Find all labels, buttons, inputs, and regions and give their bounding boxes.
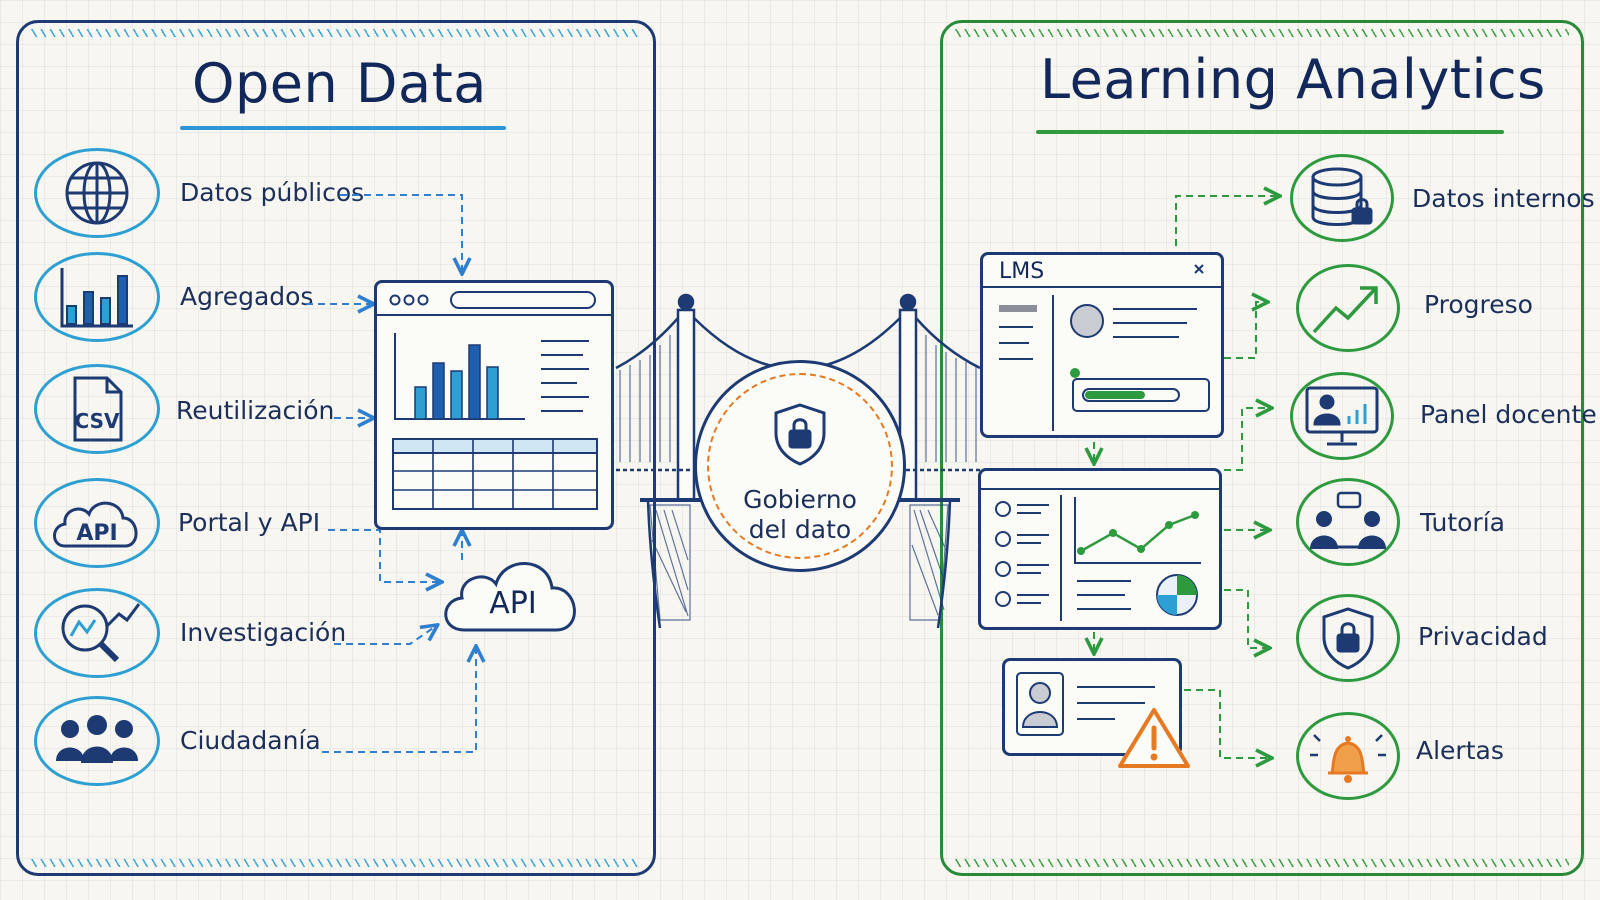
open-data-title-underline: [180, 126, 506, 130]
globe-icon: [65, 161, 129, 225]
tutoring-icon: [1310, 491, 1386, 549]
warning-icon: [1118, 708, 1190, 768]
hub-label-line1: Gobierno: [743, 485, 857, 514]
api-cloud-text: API: [489, 586, 537, 621]
label-portal-api: Portal y API: [178, 508, 321, 537]
open-data-item-datos-publicos: [34, 148, 160, 238]
label-ciudadania: Ciudadanía: [180, 726, 321, 755]
learning-analytics-title: Learning Analytics: [1040, 48, 1546, 111]
open-data-item-ciudadania: [34, 696, 160, 786]
learning-item-tutoria: [1296, 478, 1400, 566]
label-panel-docente: Panel docente: [1420, 400, 1597, 429]
label-tutoria: Tutoría: [1420, 508, 1505, 537]
api-cloud-icon: [53, 501, 138, 548]
learning-item-datos-internos: [1290, 154, 1394, 242]
panel-hatch-bottom: [31, 859, 641, 867]
hub-label-line2: del dato: [748, 515, 852, 544]
learning-analytics-title-underline: [1036, 130, 1504, 134]
magnifier-chart-icon: [61, 603, 141, 663]
people-icon: [56, 715, 138, 763]
learning-item-progreso: [1296, 264, 1400, 352]
shield-lock-icon: [1322, 607, 1374, 670]
student-profile-card: [1002, 658, 1182, 756]
label-reutilizacion: Reutilización: [176, 396, 335, 425]
label-agregados: Agregados: [180, 282, 314, 311]
student-card-content: [1016, 672, 1155, 736]
label-datos-publicos: Datos públicos: [180, 178, 365, 207]
panel-hatch-top: [955, 29, 1569, 37]
label-alertas: Alertas: [1416, 736, 1504, 765]
open-data-item-reutilizacion: CSV: [34, 364, 160, 454]
lms-label: LMS: [999, 259, 1045, 284]
hub-dashed-ring: [707, 373, 893, 559]
lms-window: LMS: [980, 252, 1224, 438]
bar-chart-icon: [60, 268, 133, 328]
label-investigacion: Investigación: [180, 618, 347, 647]
shield-lock-icon: [774, 403, 826, 466]
open-data-item-agregados: [34, 252, 160, 342]
open-data-title: Open Data: [192, 52, 487, 115]
learning-item-alertas: [1296, 712, 1400, 800]
panel-hatch-bottom: [955, 859, 1569, 867]
open-data-dashboard-window: [374, 280, 614, 530]
learning-item-panel-docente: [1290, 372, 1394, 460]
api-icon-text: API: [76, 521, 118, 546]
label-privacidad: Privacidad: [1418, 622, 1548, 651]
open-data-item-portal-api: API: [34, 478, 160, 568]
label-progreso: Progreso: [1424, 290, 1533, 319]
csv-icon-text: CSV: [74, 409, 120, 433]
label-datos-internos: Datos internos: [1412, 184, 1595, 213]
panel-hatch-top: [31, 29, 641, 37]
data-governance-hub: Gobierno del dato: [694, 360, 906, 572]
analytics-dashboard-window: [978, 468, 1222, 630]
hub-label: Gobierno del dato: [697, 485, 903, 545]
api-cloud: API: [438, 548, 588, 638]
bell-icon: [1310, 734, 1386, 783]
learning-item-privacidad: [1296, 594, 1400, 682]
csv-file-icon: [73, 376, 123, 442]
lms-content: [983, 264, 1221, 431]
cloud-icon: [444, 562, 576, 632]
dashboard-content: [377, 291, 611, 510]
database-lock-icon: [1311, 167, 1373, 226]
analytics-content: [981, 488, 1219, 621]
monitor-dashboard-icon: [1305, 386, 1379, 446]
trend-up-icon: [1312, 286, 1378, 334]
open-data-item-investigacion: [34, 588, 160, 678]
